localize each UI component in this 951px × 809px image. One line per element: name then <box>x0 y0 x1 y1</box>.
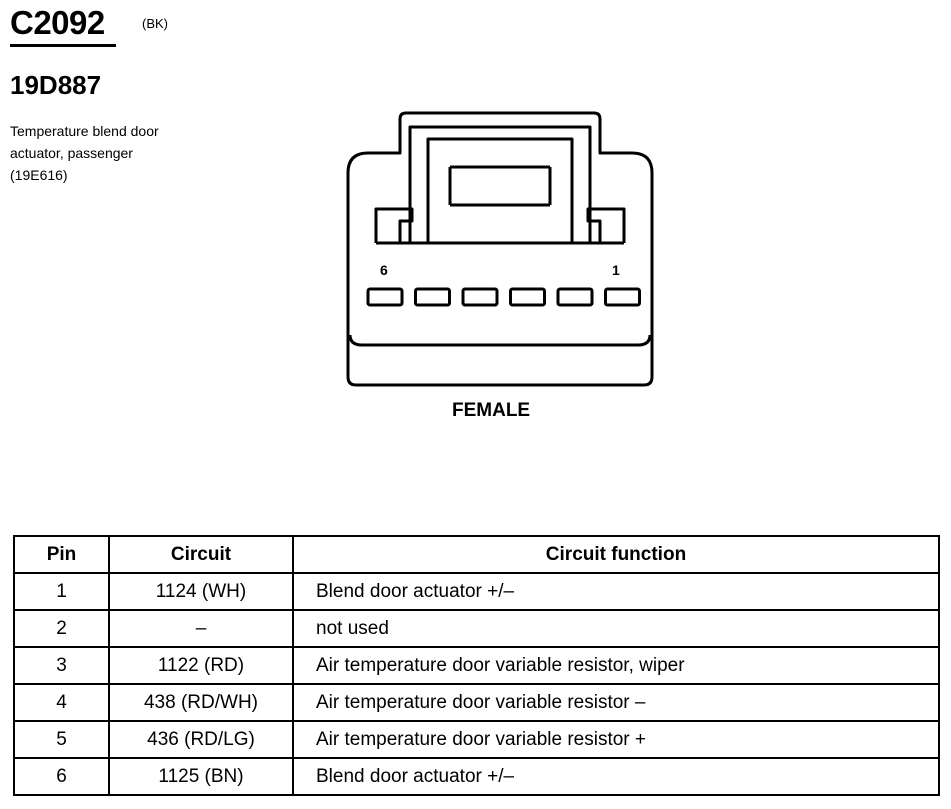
pin-number: 3 <box>13 646 110 685</box>
right-key <box>586 207 626 243</box>
header-pin: Pin <box>13 535 110 574</box>
pin-cavity-5 <box>414 287 451 307</box>
connector-description: Temperature blend door actuator, passeng… <box>10 123 159 183</box>
pin-right-label: 1 <box>612 262 620 278</box>
connector-gender: FEMALE <box>452 400 531 421</box>
circuit-code: 1124 (WH) <box>108 572 294 611</box>
connector-face-diagram: 6 1 <box>346 111 654 387</box>
left-key <box>374 207 414 243</box>
table-row: 5 436 (RD/LG) Air temperature door varia… <box>13 720 940 759</box>
latch-outer <box>408 125 592 243</box>
latch-inner <box>426 137 574 243</box>
pin-number: 1 <box>13 572 110 611</box>
table-row: 2 – not used <box>13 609 940 648</box>
connector-color: (BK) <box>142 16 168 31</box>
circuit-function: Air temperature door variable resistor – <box>292 683 940 722</box>
circuit-function: not used <box>292 609 940 648</box>
circuit-code: 1122 (RD) <box>108 646 294 685</box>
table-header-row: Pin Circuit Circuit function <box>13 535 940 574</box>
table-row: 1 1124 (WH) Blend door actuator +/– <box>13 572 940 611</box>
circuit-function: Air temperature door variable resistor, … <box>292 646 940 685</box>
pin-cavity-2 <box>556 287 594 307</box>
pinout-table: Pin Circuit Circuit function 1 1124 (WH)… <box>13 535 940 796</box>
pin-cavity-3 <box>509 287 546 307</box>
pin-cavity-4 <box>461 287 499 307</box>
table-row: 6 1125 (BN) Blend door actuator +/– <box>13 757 940 796</box>
connector-body-outline <box>346 111 654 387</box>
circuit-code: 438 (RD/WH) <box>108 683 294 722</box>
circuit-code: – <box>108 609 294 648</box>
pin-cavities <box>366 287 641 307</box>
header-circuit-function: Circuit function <box>292 535 940 574</box>
pin-number: 6 <box>13 757 110 796</box>
pin-cavity-6 <box>366 287 404 307</box>
circuit-function: Blend door actuator +/– <box>292 572 940 611</box>
pin-number: 5 <box>13 720 110 759</box>
circuit-code: 436 (RD/LG) <box>108 720 294 759</box>
circuit-code: 1125 (BN) <box>108 757 294 796</box>
pin-number: 4 <box>13 683 110 722</box>
pin-left-label: 6 <box>380 262 388 278</box>
table-row: 4 438 (RD/WH) Air temperature door varia… <box>13 683 940 722</box>
table-row: 3 1122 (RD) Air temperature door variabl… <box>13 646 940 685</box>
pin-number: 2 <box>13 609 110 648</box>
part-number: 19D887 <box>10 70 102 100</box>
circuit-function: Blend door actuator +/– <box>292 757 940 796</box>
header-circuit: Circuit <box>108 535 294 574</box>
connector-lower-shroud <box>348 334 652 347</box>
pin-cavity-1 <box>604 287 641 307</box>
circuit-function: Air temperature door variable resistor + <box>292 720 940 759</box>
connector-id: C2092 <box>10 4 105 41</box>
connector-id-underline <box>10 44 116 47</box>
